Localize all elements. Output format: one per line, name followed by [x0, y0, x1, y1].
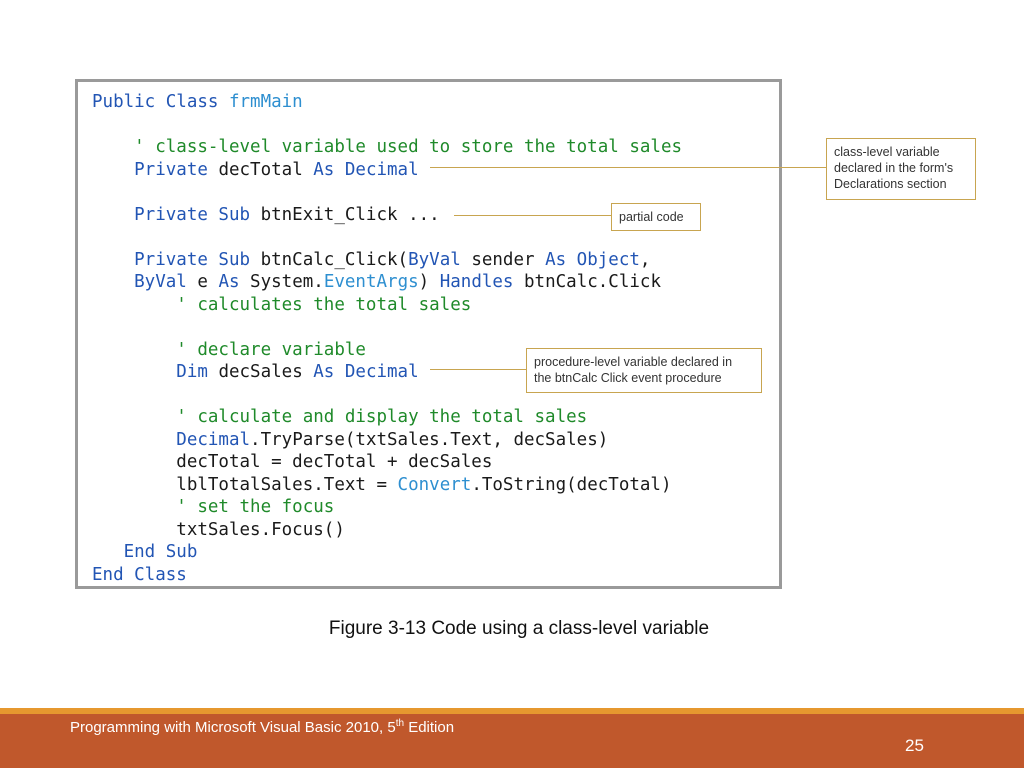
book-title-edition: Edition	[404, 719, 455, 736]
code-line: ByVal e As System.EventArgs) Handles btn…	[92, 272, 661, 292]
code-token: ' declare variable	[92, 339, 366, 360]
leader-line-procedure-level	[430, 369, 526, 370]
code-token: EventArgs	[323, 272, 419, 292]
callout-procedure-level: procedure-level variable declared in the…	[526, 348, 762, 393]
code-line: Private Sub btnExit_Click ...	[92, 205, 440, 225]
code-token: As	[218, 272, 251, 292]
code-token: decSales	[218, 362, 314, 382]
code-token: As Decimal	[313, 362, 419, 382]
code-line: Decimal.TryParse(txtSales.Text, decSales…	[92, 430, 608, 450]
code-token: As Decimal	[313, 159, 419, 180]
code-line: Dim decSales As Decimal	[92, 362, 419, 382]
page-number: 25	[905, 736, 924, 755]
code-token: .TryParse(txtSales.Text, decSales)	[250, 429, 609, 450]
code-line: ' calculate and display the total sales	[92, 407, 587, 427]
code-token: lblTotalSales.Text =	[92, 474, 398, 495]
callout-class-level-line-3: Declarations section	[834, 177, 947, 191]
code-token: .ToString(decTotal)	[471, 474, 672, 495]
code-line: lblTotalSales.Text = Convert.ToString(de…	[92, 474, 672, 495]
code-line: ' declare variable	[92, 340, 366, 360]
code-line: End Sub	[92, 542, 198, 562]
code-line: Private decTotal As Decimal	[92, 159, 419, 180]
code-token: ByVal	[92, 272, 198, 292]
code-token: System.	[250, 272, 324, 292]
code-line: ' calculates the total sales	[92, 295, 471, 315]
code-token: txtSales.Focus()	[92, 519, 345, 540]
code-token: Handles	[439, 272, 525, 292]
code-token: ' set the focus	[92, 497, 335, 517]
code-token: ' calculate and display the total sales	[92, 407, 588, 427]
code-figure: Public Class frmMain ' class-level varia…	[75, 79, 782, 589]
callout-class-level-line-2: declared in the form's	[834, 161, 954, 175]
code-line: Public Class frmMain	[92, 92, 303, 112]
code-token: ' calculates the total sales	[92, 294, 472, 315]
footer-accent-strip	[0, 708, 1024, 714]
code-token: btnExit_Click ...	[260, 204, 440, 225]
code-token: e	[197, 272, 219, 292]
code-token: btnCalc_Click(	[260, 249, 409, 270]
code-token: Private Sub	[92, 249, 261, 270]
code-token: ,	[639, 249, 651, 270]
code-token: End Class	[92, 564, 187, 585]
callout-procedure-level-line-1: procedure-level variable declared in	[534, 355, 733, 369]
code-token: Private	[92, 159, 219, 180]
code-line: txtSales.Focus()	[92, 520, 345, 540]
code-token: decTotal	[218, 159, 314, 180]
code-line: decTotal = decTotal + decSales	[92, 452, 492, 472]
callout-partial-code: partial code	[611, 203, 701, 231]
callout-procedure-level-line-2: the btnCalc Click event procedure	[534, 371, 722, 385]
book-title: Programming with Microsoft Visual Basic …	[70, 718, 454, 736]
code-token: sender	[471, 249, 546, 270]
code-token: As Object	[545, 249, 640, 270]
code-token: btnCalc.Click	[524, 272, 661, 292]
callout-class-level: class-level variable declared in the for…	[826, 138, 976, 200]
callout-partial-code-text: partial code	[619, 210, 684, 224]
book-title-main: Programming with Microsoft Visual Basic …	[70, 719, 396, 736]
callout-class-level-line-1: class-level variable	[834, 145, 940, 159]
leader-line-class-level	[430, 167, 827, 168]
code-token: Dim	[92, 362, 219, 382]
leader-line-partial	[454, 215, 611, 216]
code-token: Convert	[397, 474, 472, 495]
code-token: ' class-level variable used to store the…	[92, 137, 683, 157]
book-title-superscript: th	[395, 718, 405, 729]
code-line: ' class-level variable used to store the…	[92, 137, 682, 157]
footer-bar: Programming with Microsoft Visual Basic …	[0, 714, 1024, 768]
code-token: Private Sub	[92, 204, 261, 225]
code-line: ' set the focus	[92, 497, 334, 517]
code-line: Private Sub btnCalc_Click(ByVal sender A…	[92, 250, 650, 270]
code-token: Decimal	[92, 429, 251, 450]
figure-caption: Figure 3-13 Code using a class-level var…	[328, 618, 710, 639]
code-token: frmMain	[228, 92, 303, 112]
code-token: )	[418, 272, 440, 292]
code-token: End Sub	[92, 542, 198, 562]
code-token: ByVal	[408, 249, 472, 270]
code-token: Public Class	[92, 92, 229, 112]
code-line: End Class	[92, 565, 187, 585]
code-token: decTotal = decTotal + decSales	[92, 452, 493, 472]
